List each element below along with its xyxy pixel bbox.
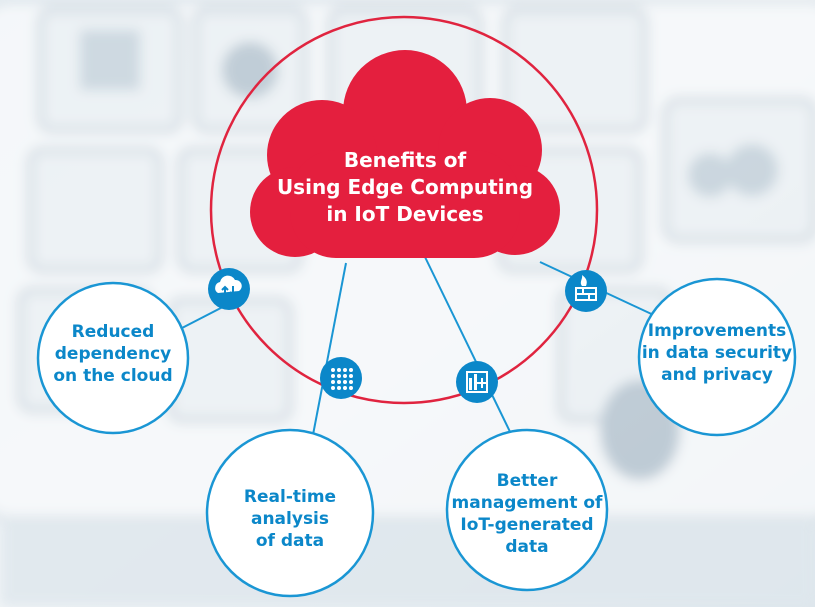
benefit-label-reduced-dependency: Reduced dependency on the cloud [53,322,173,386]
benefit-circle-better-management [445,428,609,592]
firewall-icon [565,270,607,312]
benefit-label-better-management: Better management of IoT-generated data [451,471,603,557]
benefit-circle-security [637,277,797,437]
title-line: in IoT Devices [326,202,484,226]
title-line: Benefits of [343,148,467,172]
title-line: Using Edge Computing [276,175,534,199]
benefit-circle-realtime-analysis [205,428,375,598]
connector-line [311,262,347,441]
title-cloud [250,50,560,258]
benefit-label-realtime-analysis: Real-time analysis of data [243,487,337,551]
chart-plus-icon [456,361,498,403]
cloud-sync-icon [208,268,250,310]
connector-line [424,256,516,443]
central-ring [209,15,599,405]
diagram-title: Benefits of Using Edge Computing in IoT … [255,147,555,228]
benefit-label-security: Improvements in data security and privac… [641,321,793,385]
data-grid-icon [320,357,362,399]
benefit-circle-reduced-dependency [36,281,190,435]
